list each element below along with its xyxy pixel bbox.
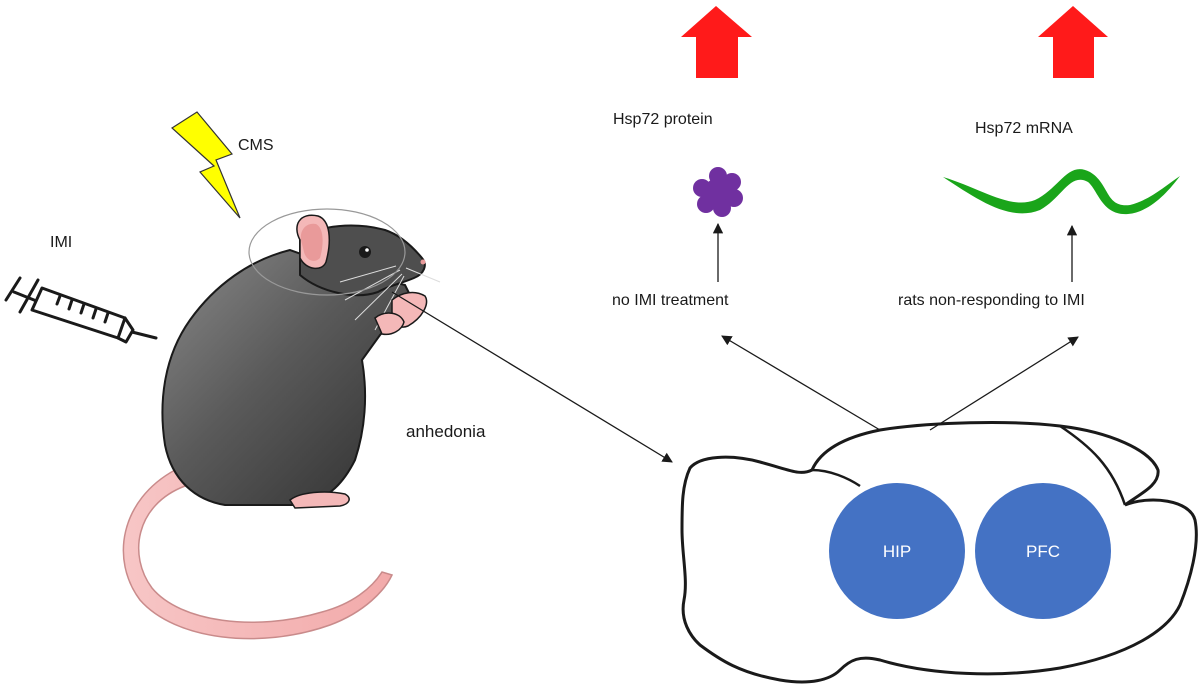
- rat-tail: [122, 469, 394, 640]
- rat-head: [299, 224, 426, 297]
- head-to-brain-arrow: [391, 291, 673, 463]
- protein-blob-icon: [693, 167, 743, 217]
- syringe-icon: [4, 276, 158, 344]
- head-callout-ellipse: [248, 208, 406, 296]
- imi-label: IMI: [50, 234, 72, 251]
- cms-label: CMS: [238, 137, 274, 154]
- up-arrow-icon: [1038, 6, 1108, 78]
- brain-to-nonresponder-arrow: [929, 336, 1079, 431]
- anhedonia-label: anhedonia: [406, 422, 486, 441]
- lightning-bolt-icon: [171, 111, 241, 219]
- hip-region: [829, 483, 965, 619]
- pfc-region: [975, 483, 1111, 619]
- rat-illustration: [122, 208, 441, 640]
- hsp72-mrna-label: Hsp72 mRNA: [975, 120, 1073, 137]
- hsp72-protein-label: Hsp72 protein: [613, 111, 713, 128]
- rat-eye: [359, 246, 371, 258]
- rat-hind-paw: [289, 491, 350, 509]
- rats-non-responding-label: rats non-responding to IMI: [898, 292, 1085, 309]
- pfc-label: PFC: [1026, 542, 1060, 561]
- hip-label: HIP: [883, 542, 911, 561]
- mrna-wave-icon: [943, 169, 1180, 215]
- up-arrow-icon: [681, 6, 752, 78]
- no-imi-treatment-label: no IMI treatment: [612, 292, 729, 309]
- brain-to-no-imi-arrow: [721, 335, 881, 431]
